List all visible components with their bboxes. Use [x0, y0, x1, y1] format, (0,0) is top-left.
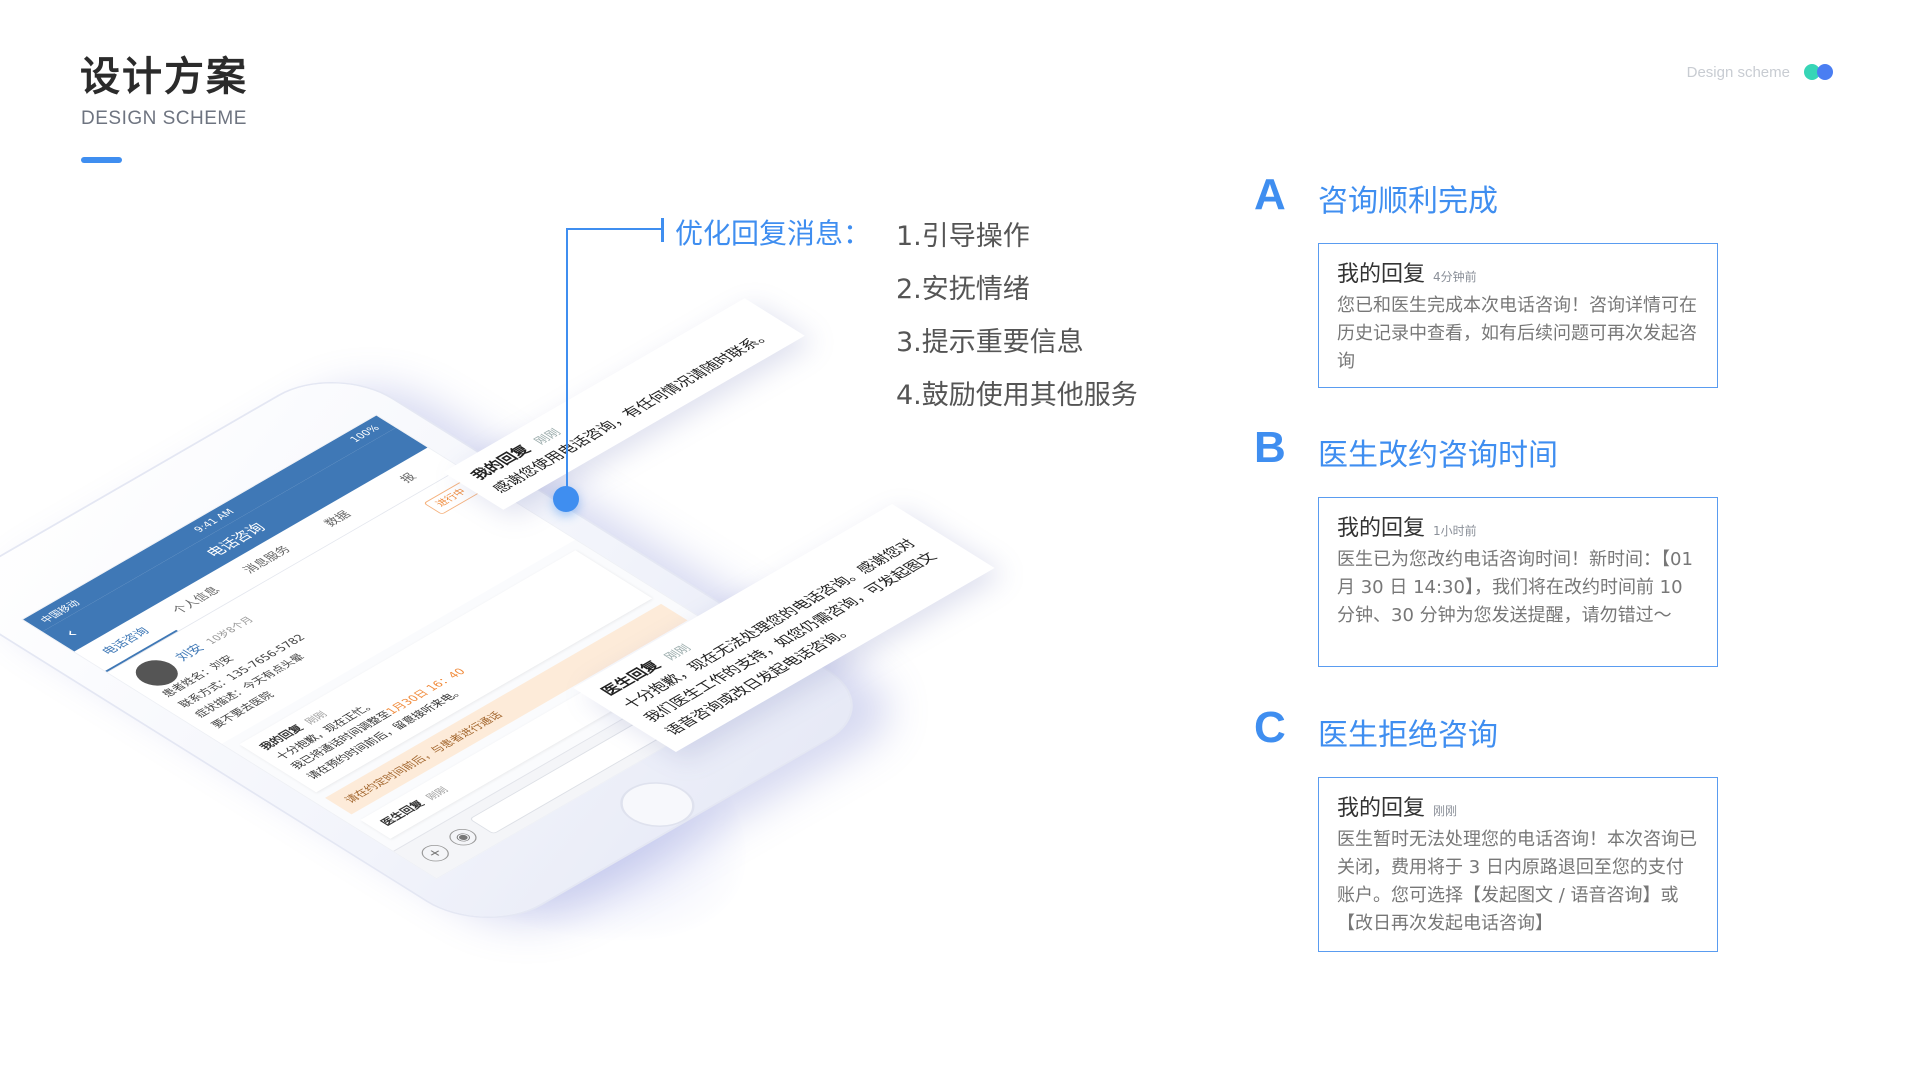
callout-dot	[553, 486, 579, 512]
callout-line	[566, 228, 662, 230]
reply-card-b: 我的回复 1小时前 医生已为您改约电话咨询时间！新时间：【01 月 30 日 14…	[1318, 497, 1718, 667]
doctor-reply-time: 刚刚	[423, 785, 451, 802]
section-title-c: 医生拒绝咨询	[1318, 718, 1498, 753]
reply-card-c: 我的回复刚刚 医生暂时无法处理您的电话咨询！本次咨询已关闭，费用将于 3 日内原…	[1318, 777, 1718, 952]
reply-head: 我的回复	[1337, 796, 1426, 821]
voice-icon[interactable]: ◉	[443, 825, 483, 849]
section-letter-c: C	[1254, 703, 1286, 752]
callout-item: 2.安抚情绪	[896, 274, 1030, 305]
brand-dots-icon	[1804, 64, 1838, 80]
reply-body: 医生已为您改约电话咨询时间！新时间：【01 月 30 日 14:30】，我们将在…	[1337, 549, 1693, 626]
reply-time: 刚刚	[1433, 804, 1458, 818]
chevron-left-icon[interactable]: ‹	[59, 625, 84, 642]
callout-item: 1.引导操作	[896, 221, 1030, 252]
callout-label: 优化回复消息：	[675, 217, 872, 250]
plus-icon[interactable]: +	[416, 841, 455, 865]
reply-card-a: 我的回复 4分钟前 您已和医生完成本次电话咨询！咨询详情可在历史记录中查看，如有后…	[1318, 243, 1718, 388]
patient-name: 刘安	[172, 642, 209, 664]
reply-head: 我的回复	[1337, 516, 1426, 541]
page-title: 设计方案	[80, 54, 248, 100]
section-letter-b: B	[1254, 423, 1286, 472]
reply-time: 4分钟前	[1433, 270, 1477, 284]
reply-body: 您已和医生完成本次电话咨询！咨询详情可在历史记录中查看，如有后续问题可再次发起咨…	[1337, 295, 1697, 372]
reply-head: 我的回复	[1337, 262, 1426, 287]
section-title-b: 医生改约咨询时间	[1318, 438, 1558, 473]
floating-reply-card: 我的回复 刚刚 感谢您使用电话咨询，有任何情况请随时联系。	[443, 298, 805, 510]
reply-body: 医生暂时无法处理您的电话咨询！本次咨询已关闭，费用将于 3 日内原路退回至您的支…	[1337, 829, 1697, 934]
callout-tick	[661, 218, 664, 242]
title-underline	[81, 157, 122, 163]
doctor-reply-label: 医生回复	[377, 798, 428, 828]
section-letter-a: A	[1254, 170, 1286, 219]
callout-item: 4.鼓励使用其他服务	[896, 380, 1138, 411]
page-subtitle: DESIGN SCHEME	[81, 108, 247, 129]
corner-label: Design scheme	[1686, 64, 1790, 81]
blue-dot	[1817, 64, 1833, 80]
section-title-a: 咨询顺利完成	[1318, 184, 1498, 219]
card-text: 感谢您使用电话咨询，有任何情况请随时联系。	[488, 328, 777, 496]
green-dot	[1804, 64, 1820, 80]
callout-line	[566, 228, 568, 494]
callout-item: 3.提示重要信息	[896, 327, 1084, 358]
reply-time: 1小时前	[1433, 524, 1477, 538]
